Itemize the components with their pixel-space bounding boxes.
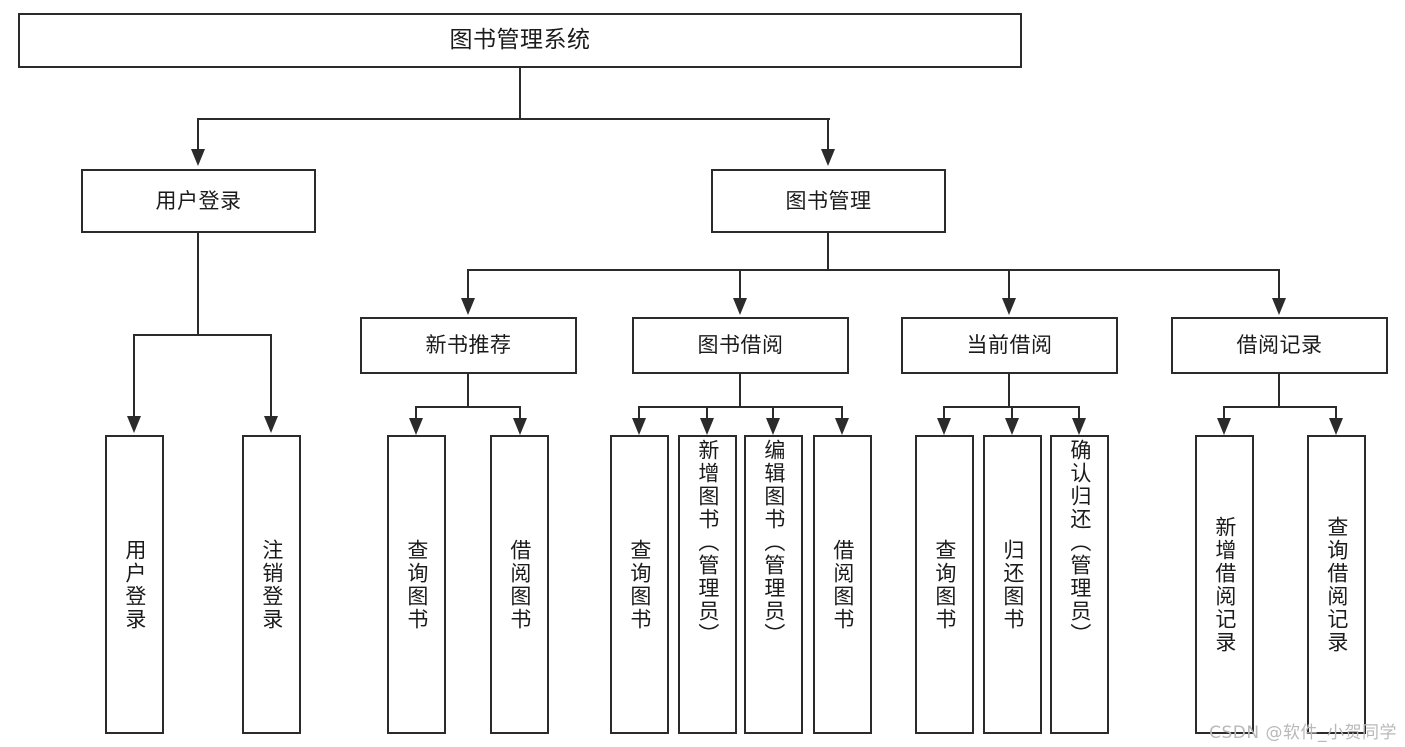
edge-user-login-bus (133, 334, 272, 336)
arrow-book-manage-child-3 (1002, 298, 1016, 315)
node-label: 图书管理 (785, 188, 872, 213)
arrow-root-to-book-manage (821, 149, 835, 166)
leaf-label: 归还图书 (1000, 538, 1025, 631)
csdn-watermark: CSDN @软件_小贺同学 (1209, 723, 1397, 743)
leaf-add-book-admin[interactable]: 新增图书（管理员） (678, 435, 737, 734)
leaf-query-book-borrow[interactable]: 查询图书 (610, 435, 669, 734)
edge-book-borrow-drop-2 (706, 406, 708, 419)
edge-book-manage-drop-3 (1008, 269, 1010, 299)
arrow-borrow-record-leaf-1 (1217, 418, 1231, 435)
leaf-label: 用户登录 (122, 538, 147, 631)
arrow-root-to-user-login (191, 149, 205, 166)
edge-book-manage-drop-2 (739, 269, 741, 299)
edge-book-borrow-drop-4 (841, 406, 843, 419)
edge-user-login-drop-1 (133, 334, 135, 417)
edge-book-manage-bus (467, 269, 1280, 271)
leaf-label: 确认归还（管理员） (1067, 439, 1092, 646)
node-label: 图书借阅 (697, 333, 784, 358)
edge-root-bus (198, 118, 830, 120)
leaf-borrow-book-borrow[interactable]: 借阅图书 (813, 435, 872, 734)
arrow-book-borrow-leaf-1 (632, 418, 646, 435)
node-label: 新书推荐 (425, 333, 512, 358)
node-book-management[interactable]: 图书管理 (711, 169, 946, 233)
leaf-label: 查询借阅记录 (1324, 515, 1349, 654)
leaf-edit-book-admin[interactable]: 编辑图书（管理员） (744, 435, 803, 734)
arrow-book-borrow-leaf-4 (835, 418, 849, 435)
leaf-logout-login[interactable]: 注销登录 (242, 435, 301, 734)
arrow-book-manage-child-2 (733, 298, 747, 315)
node-label: 图书管理系统 (449, 27, 591, 54)
leaf-label: 注销登录 (259, 538, 284, 631)
edge-borrow-record-drop-2 (1335, 406, 1337, 419)
arrow-new-book-leaf-2 (513, 418, 527, 435)
arrow-current-borrow-leaf-2 (1005, 418, 1019, 435)
node-current-borrow[interactable]: 当前借阅 (901, 317, 1118, 374)
leaf-user-login[interactable]: 用户登录 (105, 435, 164, 734)
edge-new-book-bus (415, 406, 521, 408)
node-label: 当前借阅 (966, 333, 1053, 358)
edge-borrow-record-bus (1223, 406, 1337, 408)
arrow-book-manage-child-1 (461, 298, 475, 315)
edge-current-borrow-stem (1008, 374, 1010, 407)
arrow-current-borrow-leaf-1 (937, 418, 951, 435)
arrow-user-login-leaf-2 (264, 416, 278, 433)
leaf-query-borrow-record[interactable]: 查询借阅记录 (1307, 435, 1366, 734)
edge-new-book-stem (467, 374, 469, 407)
arrow-current-borrow-leaf-3 (1072, 418, 1086, 435)
edge-root-to-book-manage (827, 118, 829, 150)
arrow-borrow-record-leaf-2 (1329, 418, 1343, 435)
node-user-login[interactable]: 用户登录 (81, 169, 316, 233)
arrow-book-borrow-leaf-3 (766, 418, 780, 435)
edge-book-manage-drop-4 (1278, 269, 1280, 299)
leaf-add-borrow-record[interactable]: 新增借阅记录 (1195, 435, 1254, 734)
leaf-query-book-current[interactable]: 查询图书 (915, 435, 974, 734)
arrow-user-login-leaf-1 (127, 416, 141, 433)
edge-book-manage-stem (827, 233, 829, 270)
edge-book-borrow-drop-1 (638, 406, 640, 419)
leaf-borrow-book-recommend[interactable]: 借阅图书 (490, 435, 549, 734)
leaf-query-book-recommend[interactable]: 查询图书 (387, 435, 446, 734)
leaf-label: 编辑图书（管理员） (761, 439, 786, 646)
edge-book-borrow-stem (739, 374, 741, 407)
edge-current-borrow-drop-2 (1011, 406, 1013, 419)
node-root-book-management-system[interactable]: 图书管理系统 (18, 13, 1022, 68)
leaf-label: 借阅图书 (830, 538, 855, 631)
leaf-return-book[interactable]: 归还图书 (983, 435, 1042, 734)
edge-book-borrow-bus (638, 406, 843, 408)
edge-new-book-drop-1 (415, 406, 417, 419)
edge-new-book-drop-2 (519, 406, 521, 419)
leaf-confirm-return-admin[interactable]: 确认归还（管理员） (1050, 435, 1109, 734)
node-label: 用户登录 (155, 188, 242, 213)
leaf-label: 新增图书（管理员） (695, 439, 720, 646)
leaf-label: 查询图书 (932, 538, 957, 631)
edge-current-borrow-drop-3 (1078, 406, 1080, 419)
edge-user-login-drop-2 (270, 334, 272, 417)
leaf-label: 查询图书 (404, 538, 429, 631)
leaf-label: 新增借阅记录 (1212, 515, 1237, 654)
arrow-new-book-leaf-1 (409, 418, 423, 435)
edge-root-stem (519, 68, 521, 119)
edge-book-manage-drop-1 (467, 269, 469, 299)
edge-borrow-record-drop-1 (1223, 406, 1225, 419)
node-book-borrow[interactable]: 图书借阅 (632, 317, 849, 374)
edge-borrow-record-stem (1278, 374, 1280, 407)
arrow-book-borrow-leaf-2 (700, 418, 714, 435)
node-new-book-recommend[interactable]: 新书推荐 (360, 317, 577, 374)
edge-current-borrow-drop-1 (943, 406, 945, 419)
arrow-book-manage-child-4 (1272, 298, 1286, 315)
edge-root-to-user-login (197, 118, 199, 150)
edge-user-login-stem (197, 233, 199, 335)
edge-book-borrow-drop-3 (772, 406, 774, 419)
node-label: 借阅记录 (1236, 333, 1323, 358)
node-borrow-record[interactable]: 借阅记录 (1171, 317, 1388, 374)
leaf-label: 借阅图书 (507, 538, 532, 631)
leaf-label: 查询图书 (627, 538, 652, 631)
